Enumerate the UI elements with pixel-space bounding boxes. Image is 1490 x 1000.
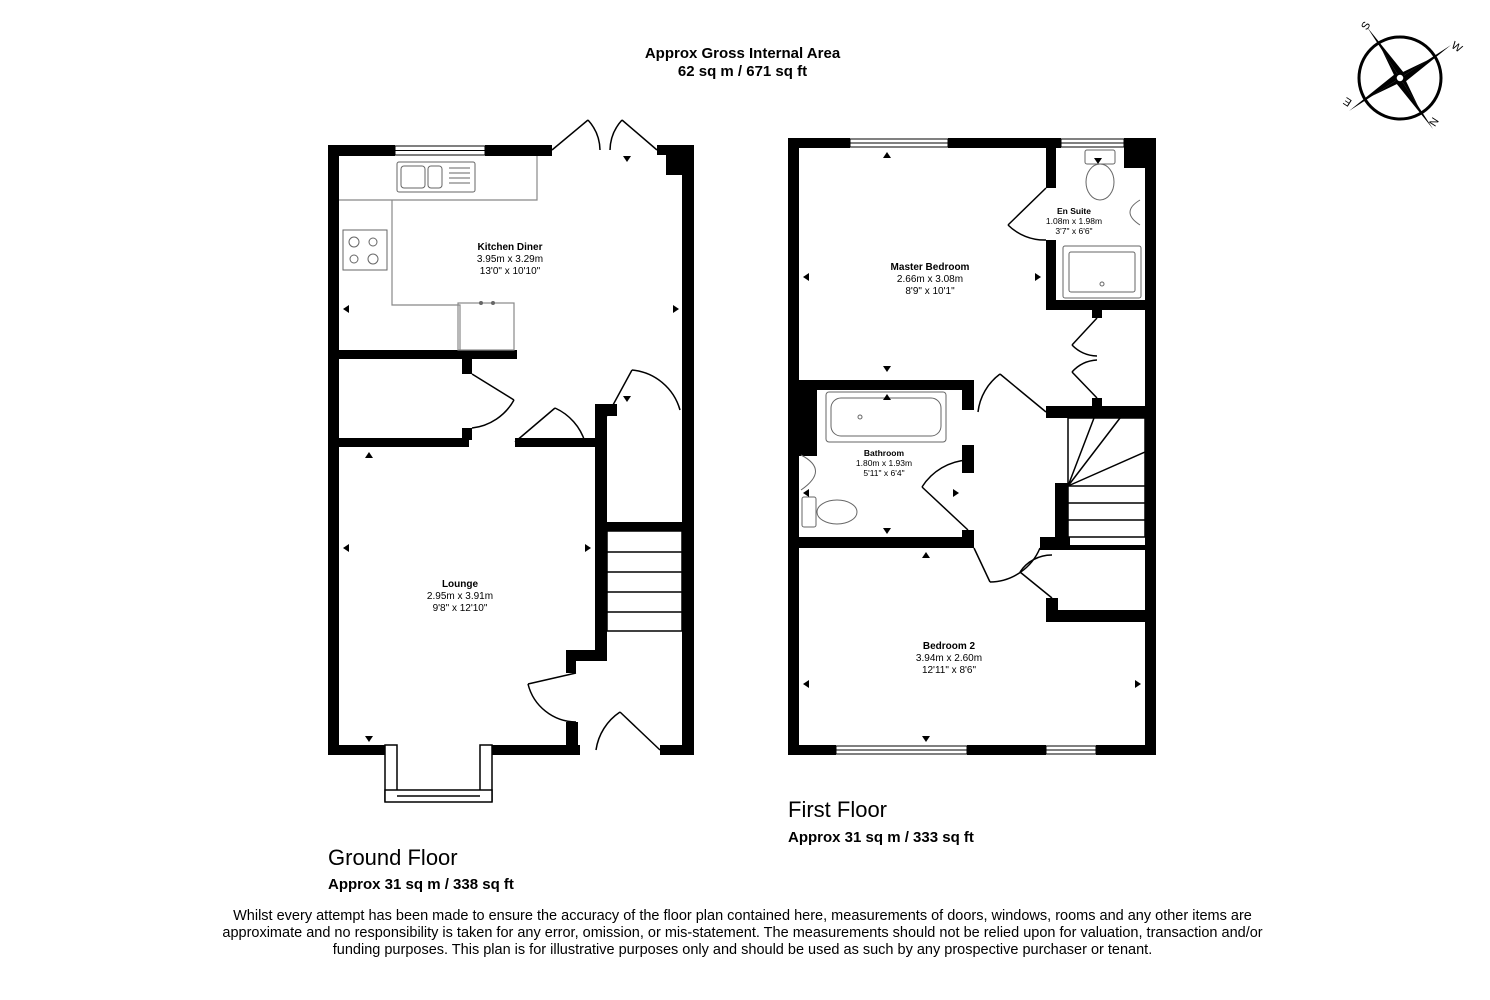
room-en-suite: En Suite 1.08m x 1.98m 3'7" x 6'6" [1034, 206, 1114, 236]
compass-w: W [1449, 40, 1465, 56]
first-floor-title: First Floor [788, 797, 887, 822]
room-imperial: 8'9" x 10'1" [905, 286, 955, 297]
header: Approx Gross Internal Area 62 sq m / 671… [560, 45, 925, 81]
disclaimer-text: Whilst every attempt has been made to en… [222, 908, 1263, 958]
room-name: Bathroom [863, 448, 905, 458]
ground-floor-area: Approx 31 sq m / 338 sq ft [328, 876, 514, 893]
room-imperial: 3'7" x 6'6" [1055, 226, 1093, 236]
compass-e: E [1341, 94, 1354, 108]
room-name: En Suite [1056, 206, 1091, 216]
room-name: Master Bedroom [890, 262, 970, 273]
room-lounge: Lounge 2.95m x 3.91m 9'8" x 12'10" [385, 579, 535, 615]
room-kitchen-diner: Kitchen Diner 3.95m x 3.29m 13'0" x 10'1… [435, 242, 585, 278]
room-metric: 3.95m x 3.29m [476, 254, 544, 265]
room-bedroom-2: Bedroom 2 3.94m x 2.60m 12'11" x 8'6" [874, 641, 1024, 677]
room-metric: 2.95m x 3.91m [426, 591, 494, 602]
first-floor-plan [788, 138, 1156, 755]
room-metric: 2.66m x 3.08m [896, 274, 964, 285]
room-name: Kitchen Diner [477, 242, 543, 253]
room-master-bedroom: Master Bedroom 2.66m x 3.08m 8'9" x 10'1… [855, 262, 1005, 298]
room-metric: 1.80m x 1.93m [855, 458, 913, 468]
room-imperial: 12'11" x 8'6" [921, 665, 977, 676]
gross-area-value: 62 sq m / 671 sq ft [677, 63, 808, 80]
gross-area-title: Approx Gross Internal Area [644, 45, 841, 62]
compass-rose-icon: S W E N [1341, 20, 1465, 129]
room-metric: 3.94m x 2.60m [915, 653, 983, 664]
room-metric: 1.08m x 1.98m [1045, 216, 1103, 226]
compass-s: S [1359, 20, 1373, 33]
room-imperial: 13'0" x 10'10" [479, 266, 541, 277]
compass-n: N [1426, 115, 1440, 128]
room-name: Bedroom 2 [922, 641, 976, 652]
ground-floor-plan [328, 119, 694, 803]
first-floor-area: Approx 31 sq m / 333 sq ft [788, 829, 974, 846]
room-imperial: 9'8" x 12'10" [432, 603, 488, 614]
room-bathroom: Bathroom 1.80m x 1.93m 5'11" x 6'4" [839, 448, 929, 478]
room-name: Lounge [441, 579, 479, 590]
ground-floor-title: Ground Floor [328, 845, 458, 870]
room-imperial: 5'11" x 6'4" [863, 468, 905, 478]
